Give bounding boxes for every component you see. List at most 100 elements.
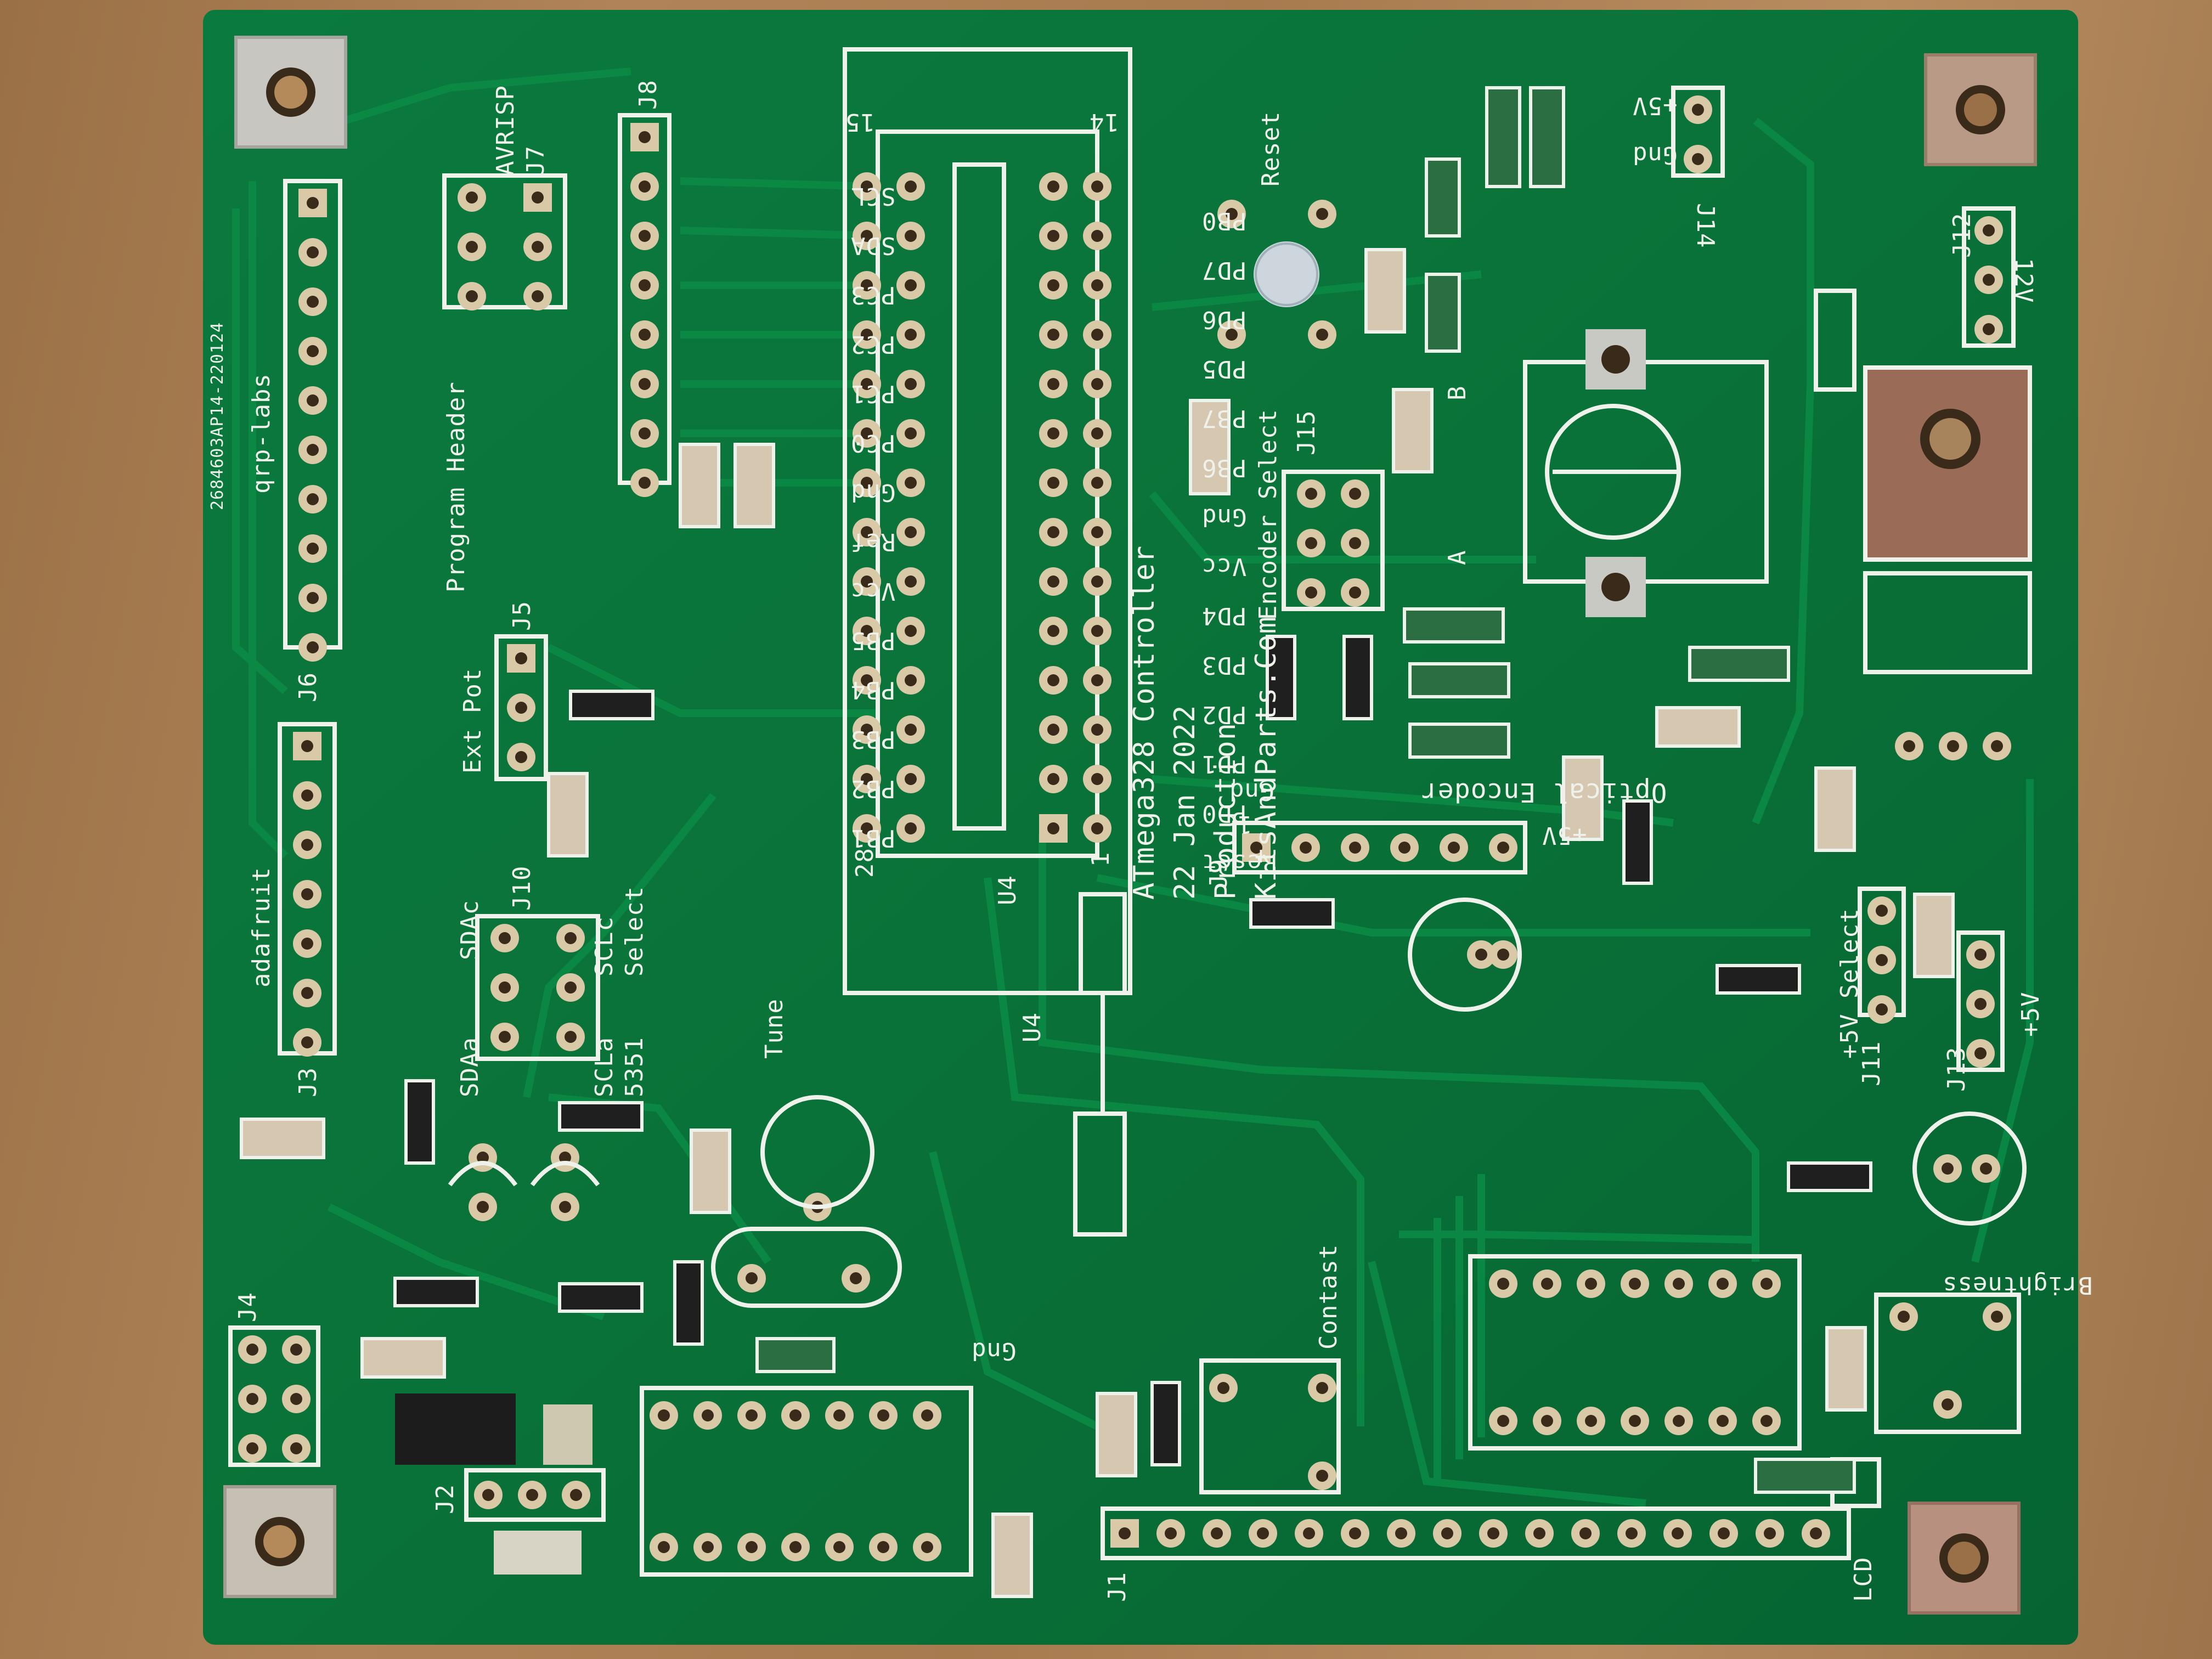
j13-pad-hole (1974, 949, 1987, 961)
mcu-outer-left-pad-hole (861, 230, 873, 242)
j5-label: J5 (508, 601, 536, 631)
mcu-right-pad-hole (1047, 822, 1059, 834)
u1-pad-hole (789, 1409, 802, 1421)
mcu-outer-left-pad-hole (861, 724, 873, 736)
mcu-outer-left-pad-hole (861, 477, 873, 489)
mcu-outer-right-pad-hole (1091, 279, 1103, 291)
mcu-outer-left-pad-hole (861, 822, 873, 834)
smd-component (1342, 635, 1373, 720)
j8-pad-hole (639, 230, 651, 242)
r4-pad-hole (1217, 1382, 1229, 1394)
j10-label: J10 (508, 865, 536, 911)
optical-5v-label: +5V (1542, 821, 1587, 849)
j9-pad-hole (1250, 842, 1262, 854)
qrp-header-pad-hole (307, 493, 319, 505)
mcu-left-pad-hole (905, 625, 917, 637)
smd-component (1913, 893, 1955, 978)
mcu-left-pad-hole (905, 526, 917, 538)
lcd-header-pad-hole (1533, 1527, 1545, 1539)
mcu-left-pad-hole (905, 724, 917, 736)
qrp-header-pad-hole (307, 444, 319, 456)
encoder-a-label: A (1443, 550, 1471, 566)
avrisp-label: AVRISP (492, 85, 520, 176)
smd-component (1364, 248, 1406, 334)
adafruit-header-pad-hole (301, 740, 313, 752)
contrast-label: Contast (1314, 1244, 1342, 1350)
lcd-header-pad-hole (1764, 1527, 1776, 1539)
mcu-right-pad-hole (1047, 724, 1059, 736)
j11-pad-hole (1876, 954, 1888, 966)
prog-pad-hole (466, 290, 478, 302)
j9-pad-hole (1300, 842, 1312, 854)
mcu-outer-right-pad-hole (1091, 625, 1103, 637)
smd-component (679, 443, 720, 528)
j4-pad-hole (290, 1344, 302, 1356)
credit-line-1: ATmega328 Controller (1128, 545, 1161, 900)
j8-label: J8 (634, 80, 662, 110)
mcu-left-label: PB3 (850, 725, 896, 753)
credit-line-2: 22 Jan 2022 (1169, 704, 1201, 900)
smd-component (240, 1118, 325, 1159)
u5-pad-hole (1903, 740, 1915, 752)
smd-component (1096, 1392, 1137, 1477)
mcu-outer-left-pad-hole (861, 279, 873, 291)
led1-pad-hole (1980, 1163, 1992, 1175)
mcu-left-pad-hole (905, 378, 917, 390)
sdac-label: SDAc (456, 900, 484, 960)
mcu-right-pad-hole (1047, 526, 1059, 538)
r6-pad-hole (1942, 1398, 1954, 1410)
mcu-left-pad-hole (905, 674, 917, 686)
mcu-outer-right-pad-hole (1091, 575, 1103, 588)
j13-label: J13 (1943, 1046, 1971, 1092)
mcu-left-label: SCL (850, 182, 896, 210)
smd-component (1814, 766, 1856, 852)
j15-pad-hole (1305, 488, 1317, 500)
smd-component (404, 1079, 435, 1165)
j15-pad-hole (1305, 586, 1317, 599)
lcd-header-pad-hole (1810, 1527, 1822, 1539)
mcu-outer-left-pad-hole (861, 378, 873, 390)
j10-pad-hole (565, 932, 577, 944)
program-header-label: Program Header (442, 381, 470, 592)
j13-pad-hole (1974, 1047, 1987, 1059)
smd-component (690, 1128, 731, 1214)
j15-pad-hole (1305, 537, 1317, 549)
u1-pad-hole (921, 1541, 933, 1553)
mcu-right-label: PD5 (1201, 355, 1247, 383)
smd-component (1529, 86, 1565, 188)
adafruit-header-pad-hole (301, 987, 313, 999)
mcu-outer-left-pad-hole (861, 180, 873, 193)
led1-pad-hole (1942, 1163, 1954, 1175)
smd-component (547, 772, 589, 857)
j9-pad-hole (1497, 842, 1509, 854)
j10-pad-hole (565, 981, 577, 994)
prog-pad-hole (532, 191, 544, 204)
qrp-header-pad-hole (307, 197, 319, 209)
u1-pad-hole (702, 1541, 714, 1553)
j15-pad-hole (1349, 537, 1361, 549)
plus5-label: +5V (2017, 991, 2045, 1037)
u1-pad-hole (877, 1409, 889, 1421)
mcu-left-pad-hole (905, 180, 917, 193)
smd-component (673, 1260, 704, 1346)
qrp-header-pad-hole (307, 592, 319, 604)
plus5-select-label: +5V Select (1836, 908, 1864, 1059)
reset-switch-pad-hole (1316, 208, 1328, 220)
mcu-outer-right-pad-hole (1091, 329, 1103, 341)
mcu-right-label: Vcc (1201, 552, 1247, 580)
qrp-header-pad-hole (307, 296, 319, 308)
mcu-right-pad-hole (1047, 773, 1059, 785)
smd-component (1716, 964, 1801, 995)
j15-label: J15 (1293, 410, 1321, 455)
mcu-right-pad-hole (1047, 625, 1059, 637)
j12-pad-hole (1983, 274, 1995, 286)
r6-pad-hole (1991, 1311, 2003, 1323)
mcu-right-label: PD2 (1201, 701, 1247, 729)
smd-component (1754, 1458, 1856, 1494)
smd-component (569, 690, 654, 720)
lcd-header-pad-hole (1165, 1527, 1177, 1539)
j10-pad-hole (565, 1031, 577, 1043)
lcd-header-pad-hole (1487, 1527, 1499, 1539)
crystal-pad-hole (746, 1272, 758, 1284)
mcu-right-pad-hole (1047, 477, 1059, 489)
